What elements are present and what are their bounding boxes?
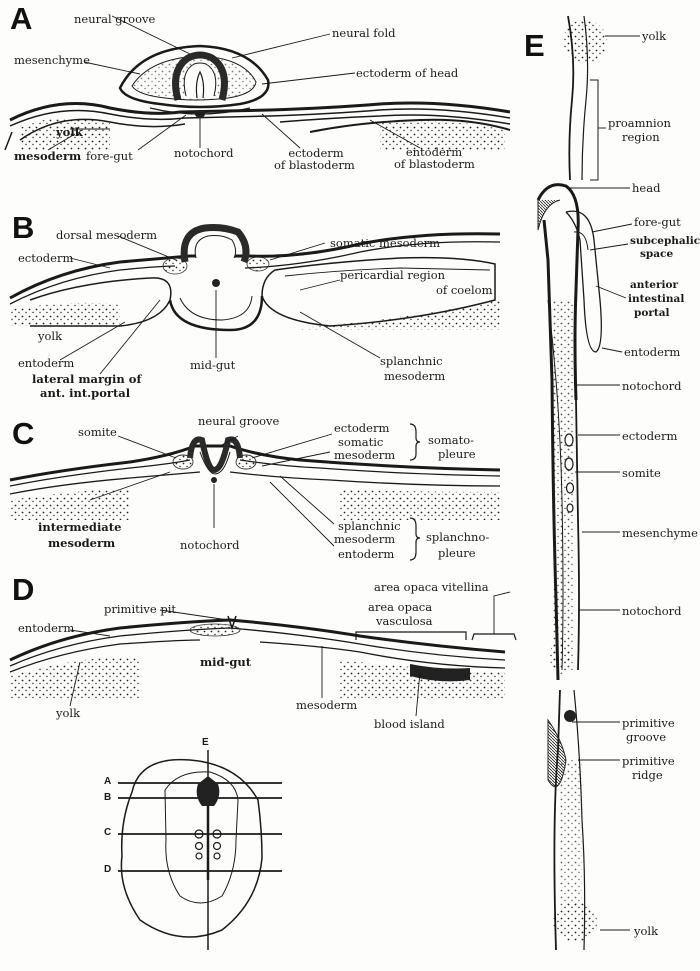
label-b-somatic-mesoderm: somatic mesoderm xyxy=(330,236,441,250)
label-c-intermediate: intermediate xyxy=(38,520,122,534)
panel-letter-e: E xyxy=(524,28,545,63)
panel-letter-a: A xyxy=(10,1,33,36)
label-e-yolk-top: yolk xyxy=(642,29,667,43)
label-e-head: head xyxy=(632,181,661,195)
label-c-mesoderm-1: mesoderm xyxy=(334,448,396,462)
label-a-mesenchyme: mesenchyme xyxy=(14,53,90,67)
label-c-mesoderm-3: mesoderm xyxy=(334,532,396,546)
label-c-neural-groove: neural groove xyxy=(198,414,280,428)
label-c-mesoderm-2: mesoderm xyxy=(48,536,116,550)
label-d-primitive-pit: primitive pit xyxy=(104,602,177,616)
label-b-splanchnic-mesoderm: mesoderm xyxy=(384,369,446,383)
label-e-anterior-2: intestinal xyxy=(628,293,685,305)
panel-letter-d: D xyxy=(12,572,35,607)
label-a-of-blastoderm-2: of blastoderm xyxy=(394,157,475,171)
label-a-ectoderm-of-head: ectoderm of head xyxy=(356,66,459,80)
label-e-ectoderm: ectoderm xyxy=(622,429,678,443)
key-diagram-drawing xyxy=(118,750,282,950)
label-d-mid-gut: mid-gut xyxy=(200,655,252,669)
label-a-ectoderm: ectoderm xyxy=(288,146,344,160)
panel-letter-b: B xyxy=(12,210,35,245)
label-e-subcephalic-1: subcephalic xyxy=(630,235,700,247)
label-c-splanchnopleure-1: splanchno- xyxy=(426,530,490,544)
label-e-notochord-2: notochord xyxy=(622,604,682,618)
label-b-entoderm: entoderm xyxy=(18,356,75,370)
label-b-pericardial-1: pericardial region xyxy=(340,268,446,282)
label-c-notochord: notochord xyxy=(180,538,240,552)
label-d-blood-island: blood island xyxy=(374,717,445,731)
label-a-of-blastoderm-1: of blastoderm xyxy=(274,158,355,172)
label-d-entoderm: entoderm xyxy=(18,621,75,635)
key-label-d: D xyxy=(104,864,112,875)
label-d-vasculosa: vasculosa xyxy=(376,614,433,628)
label-c-entoderm: entoderm xyxy=(338,547,395,561)
label-d-yolk: yolk xyxy=(56,706,81,720)
label-e-proamnion-1: proamnion xyxy=(608,116,671,130)
label-e-yolk-bottom: yolk xyxy=(634,924,659,938)
label-e-somite: somite xyxy=(622,466,661,480)
key-label-e: E xyxy=(202,737,209,748)
label-e-primitive-ridge-1: primitive xyxy=(622,754,675,768)
label-e-fore-gut: fore-gut xyxy=(634,215,681,229)
label-b-dorsal-mesoderm: dorsal mesoderm xyxy=(56,228,157,242)
label-c-somatic: somatic xyxy=(338,435,384,449)
label-e-primitive-groove-1: primitive xyxy=(622,716,675,730)
label-c-splanchnopleure-2: pleure xyxy=(438,546,476,560)
label-c-somatopleure-2: pleure xyxy=(438,447,476,461)
section-a-drawing xyxy=(4,15,511,151)
label-b-lateral-1: lateral margin of xyxy=(32,372,142,386)
section-b-drawing xyxy=(9,224,501,375)
key-label-b: B xyxy=(104,792,112,803)
label-d-area-opaca-vitellina: area opaca vitellina xyxy=(374,580,489,594)
label-e-subcephalic-2: space xyxy=(640,248,674,260)
label-c-somatopleure-1: somato- xyxy=(428,433,475,447)
label-e-mesenchyme: mesenchyme xyxy=(622,526,698,540)
label-c-splanchnic: splanchnic xyxy=(338,519,401,533)
label-b-yolk: yolk xyxy=(38,329,63,343)
label-e-notochord-1: notochord xyxy=(622,379,682,393)
key-label-c: C xyxy=(104,827,112,838)
label-e-anterior-1: anterior xyxy=(630,279,679,291)
label-b-lateral-2: ant. int.portal xyxy=(40,386,131,400)
label-a-neural-groove: neural groove xyxy=(74,12,156,26)
label-e-anterior-3: portal xyxy=(634,307,670,319)
label-e-primitive-ridge-2: ridge xyxy=(632,768,663,782)
label-a-mesoderm: mesoderm xyxy=(14,149,82,163)
label-a-neural-fold: neural fold xyxy=(332,26,396,40)
label-b-splanchnic: splanchnic xyxy=(380,354,443,368)
label-a-yolk: yolk xyxy=(56,125,83,139)
label-c-ectoderm: ectoderm xyxy=(334,421,390,435)
label-b-mid-gut: mid-gut xyxy=(190,358,236,372)
label-e-entoderm: entoderm xyxy=(624,345,681,359)
label-c-somite: somite xyxy=(78,425,117,439)
label-b-ectoderm: ectoderm xyxy=(18,251,74,265)
key-label-a: A xyxy=(104,776,112,787)
label-a-entoderm: entoderm xyxy=(405,145,463,159)
label-d-mesoderm: mesoderm xyxy=(296,698,358,712)
section-c-drawing xyxy=(9,423,501,561)
label-a-notochord: notochord xyxy=(174,146,234,160)
label-d-area-opaca: area opaca xyxy=(368,600,433,614)
section-d-drawing xyxy=(9,591,517,717)
label-e-proamnion-2: region xyxy=(622,130,660,144)
section-e-drawing xyxy=(536,15,640,951)
panel-letter-c: C xyxy=(12,416,35,451)
label-b-pericardial-2: of coelom xyxy=(436,283,493,297)
label-e-primitive-groove-2: groove xyxy=(626,730,667,744)
label-a-fore-gut: fore-gut xyxy=(86,149,133,163)
